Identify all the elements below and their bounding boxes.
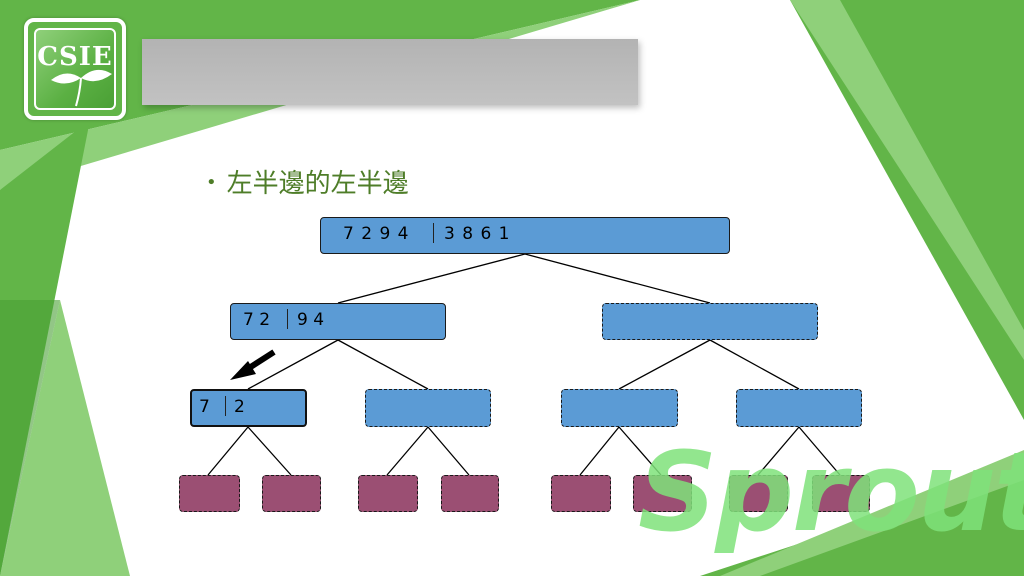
tree-node-level2 <box>561 389 678 427</box>
tree-leaf <box>551 475 611 512</box>
tree-node-level1-left: 7 2 9 4 <box>230 303 446 340</box>
root-right-values: 3 8 6 1 <box>444 224 510 244</box>
root-left-values: 7 2 9 4 <box>343 224 409 244</box>
level1-right-values: 9 4 <box>297 310 325 330</box>
tree-leaf <box>729 475 788 512</box>
bullet-dot: • <box>206 172 217 193</box>
tree-leaf <box>812 475 870 512</box>
logo-text: CSIE <box>37 42 113 72</box>
split-divider <box>287 309 288 329</box>
tree-node-root: 7 2 9 4 3 8 6 1 <box>320 217 730 254</box>
level1-left-values: 7 2 <box>243 310 271 330</box>
csie-logo: CSIE <box>24 18 126 120</box>
level2-right-value: 2 <box>234 397 245 417</box>
pointer-arrow-icon <box>230 349 276 380</box>
tree-leaf <box>441 475 499 512</box>
level2-left-value: 7 <box>199 397 210 417</box>
tree-leaf <box>179 475 240 512</box>
bullet-point: • 左半邊的左半邊 <box>206 163 409 200</box>
tree-leaf <box>633 475 692 512</box>
tree-node-level2 <box>365 389 491 427</box>
tree-leaf <box>262 475 321 512</box>
split-divider <box>225 396 226 416</box>
bullet-text: 左半邊的左半邊 <box>226 169 409 199</box>
tree-node-level2 <box>736 389 862 427</box>
tree-leaf <box>358 475 418 512</box>
tree-node-level1-right <box>602 303 818 340</box>
sprout-leaf-icon <box>51 69 112 107</box>
tree-node-level2-current: 7 2 <box>190 389 307 427</box>
split-divider <box>433 223 434 243</box>
slide-title-bar <box>142 39 638 105</box>
